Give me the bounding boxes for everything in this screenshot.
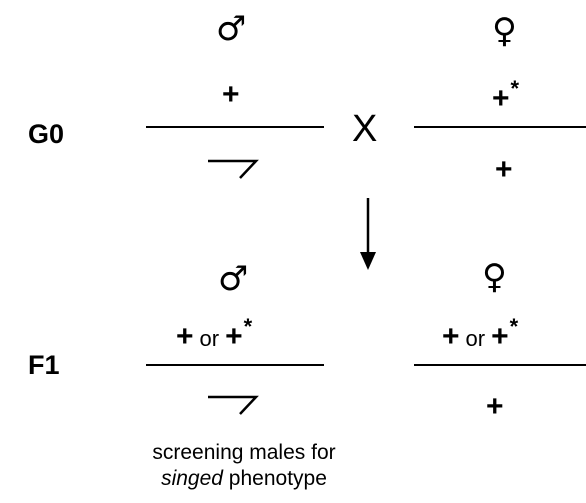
f1-male-top-genotype: +or+* — [176, 314, 253, 353]
f1-male-symbol: ♂ — [218, 259, 249, 299]
f1-female-chromosome-line — [414, 364, 586, 366]
screening-note-line1: screening males for — [152, 441, 336, 464]
cross-symbol: X — [352, 108, 378, 150]
f1-female-top-genotype: +or+* — [442, 314, 519, 353]
g0-male-chromosome-line — [146, 126, 324, 128]
f1-label: F1 — [28, 350, 60, 380]
f1-male-chromosome-line — [146, 364, 324, 366]
g0-male-symbol: ♂ — [216, 9, 247, 49]
f1-female-symbol: ♀ — [482, 257, 507, 297]
screening-note: screening males for singed phenotype — [94, 440, 394, 493]
down-arrow-icon — [360, 198, 376, 270]
g0-female-symbol: ♀ — [492, 11, 517, 51]
g0-female-bottom-genotype: + — [495, 153, 513, 186]
screening-note-line2: singed phenotype — [161, 467, 327, 491]
g0-male-top-genotype: + — [222, 78, 240, 111]
g0-male-y-chromosome-icon — [208, 159, 259, 179]
f1-female-bottom-genotype: + — [486, 390, 504, 423]
g0-female-chromosome-line — [414, 126, 586, 128]
g0-label: G0 — [28, 119, 65, 149]
f1-male-y-chromosome-icon — [208, 395, 259, 415]
g0-female-top-genotype: +* — [492, 76, 520, 115]
